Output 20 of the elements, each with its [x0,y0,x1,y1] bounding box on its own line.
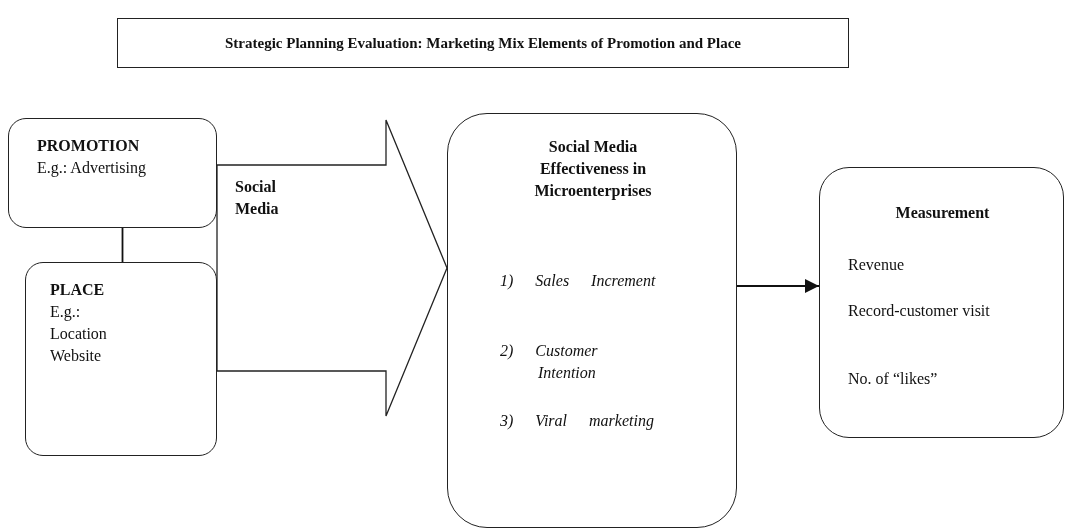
body-text: E.g.: Advertising [37,158,147,179]
rounded-box [447,113,737,528]
connector-line [121,227,124,263]
body-text: Record-customer visit [848,301,991,321]
heading: PLACE [50,280,106,300]
list-item: 3) Viral marketing [500,411,655,432]
rounded-box [25,262,217,456]
body-text: Revenue [848,255,905,275]
body-text: No. of “likes” [848,369,939,389]
arrow [736,278,820,294]
heading: Social Media Effectiveness in Microenterprises [533,137,653,202]
list-item: 1) Sales Increment [500,271,657,292]
rounded-box [8,118,217,228]
body-text: E.g.: Location Website [50,302,108,366]
heading: Measurement [894,203,991,223]
list-item: 2) Customer Intention [500,341,599,383]
block-arrow [216,119,448,417]
heading: PROMOTION [37,136,141,156]
title: Strategic Planning Evaluation: Marketing Mix Elements of Promotion and Place [117,18,849,68]
rounded-box [819,167,1064,438]
